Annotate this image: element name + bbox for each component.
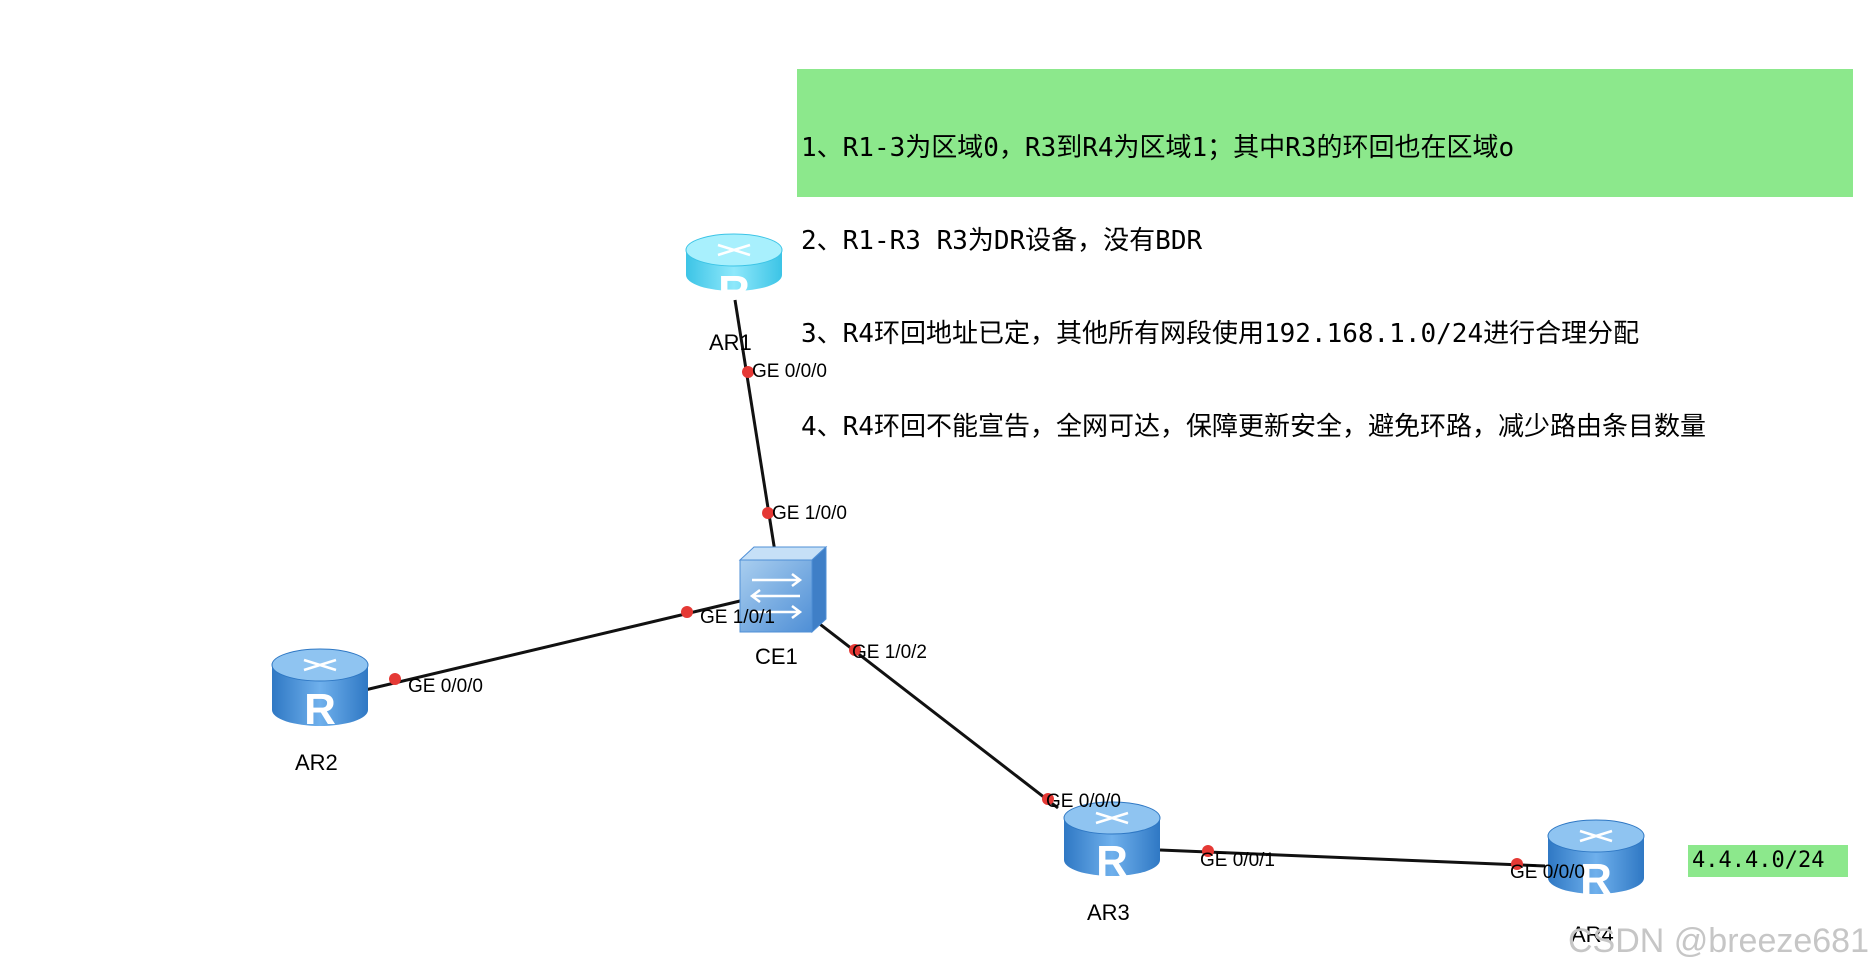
router-arrows-icon xyxy=(303,658,337,672)
router-letter: R xyxy=(1580,855,1612,904)
router-ar4[interactable]: R xyxy=(1547,819,1645,904)
router-arrows-icon xyxy=(1095,811,1129,825)
port-label-ar1-ge000: GE 0/0/0 xyxy=(752,361,827,382)
port-label-ce1-ge101: GE 1/0/1 xyxy=(700,607,775,628)
router-ar1[interactable]: R xyxy=(685,233,783,316)
link-ce1-ar3[interactable] xyxy=(811,616,1059,810)
port-dot-ar3-ge000[interactable] xyxy=(1042,793,1054,805)
port-label-ar3-ge001: GE 0/0/1 xyxy=(1200,850,1275,871)
port-label-ar4-ge000: GE 0/0/0 xyxy=(1510,862,1585,883)
port-dot-ce1-ge102[interactable] xyxy=(849,644,861,656)
loopback-subnet-note[interactable]: 4.4.4.0/24 xyxy=(1688,845,1848,877)
switch-arrows-icon xyxy=(749,573,803,619)
requirement-line: 3、R4环回地址已定，其他所有网段使用192.168.1.0/24进行合理分配 xyxy=(801,319,1640,349)
device-label-ar2: AR2 xyxy=(295,750,338,775)
link-ar2-ce1[interactable] xyxy=(364,599,741,692)
router-ar2[interactable]: R xyxy=(271,648,369,734)
router-letter: R xyxy=(1096,837,1128,886)
requirement-line: 1、R1-3为区域0，R3到R4为区域1；其中R3的环回也在区域o xyxy=(801,133,1515,163)
port-label-ar3-ge000: GE 0/0/0 xyxy=(1046,791,1121,812)
port-dot-ar4-ge000[interactable] xyxy=(1511,858,1523,870)
device-label-ar1: AR1 xyxy=(709,330,752,355)
port-dot-ce1-ge100[interactable] xyxy=(762,507,774,519)
switch-ce1[interactable] xyxy=(738,545,828,634)
port-dot-ar3-ge001[interactable] xyxy=(1202,845,1214,857)
router-letter: R xyxy=(304,685,336,734)
port-dot-ar1-ge000[interactable] xyxy=(742,366,754,378)
device-label-ar4: AR4 xyxy=(1571,922,1614,947)
port-dot-ar2-ge000[interactable] xyxy=(389,673,401,685)
port-label-ce1-ge102: GE 1/0/2 xyxy=(852,642,927,663)
watermark: CSDN @breeze681 xyxy=(1568,922,1869,960)
device-label-ar3: AR3 xyxy=(1087,900,1130,925)
router-arrows-icon xyxy=(1579,829,1613,843)
port-label-ar2-ge000: GE 0/0/0 xyxy=(408,676,483,697)
requirement-line: 2、R1-R3 R3为DR设备，没有BDR xyxy=(801,226,1203,256)
router-letter: R xyxy=(718,267,750,316)
port-dot-ce1-ge101[interactable] xyxy=(681,606,693,618)
port-label-ce1-ge100: GE 1/0/0 xyxy=(772,503,847,524)
router-ar3[interactable]: R xyxy=(1063,801,1161,886)
router-arrows-icon xyxy=(717,243,751,257)
device-label-ce1: CE1 xyxy=(755,644,798,669)
requirement-line: 4、R4环回不能宣告，全网可达，保障更新安全，避免环路，减少路由条目数量 xyxy=(801,412,1706,442)
requirements-note[interactable]: 1、R1-3为区域0，R3到R4为区域1；其中R3的环回也在区域o 2、R1-R… xyxy=(797,69,1853,442)
link-ar3-ar4[interactable] xyxy=(1159,848,1546,868)
